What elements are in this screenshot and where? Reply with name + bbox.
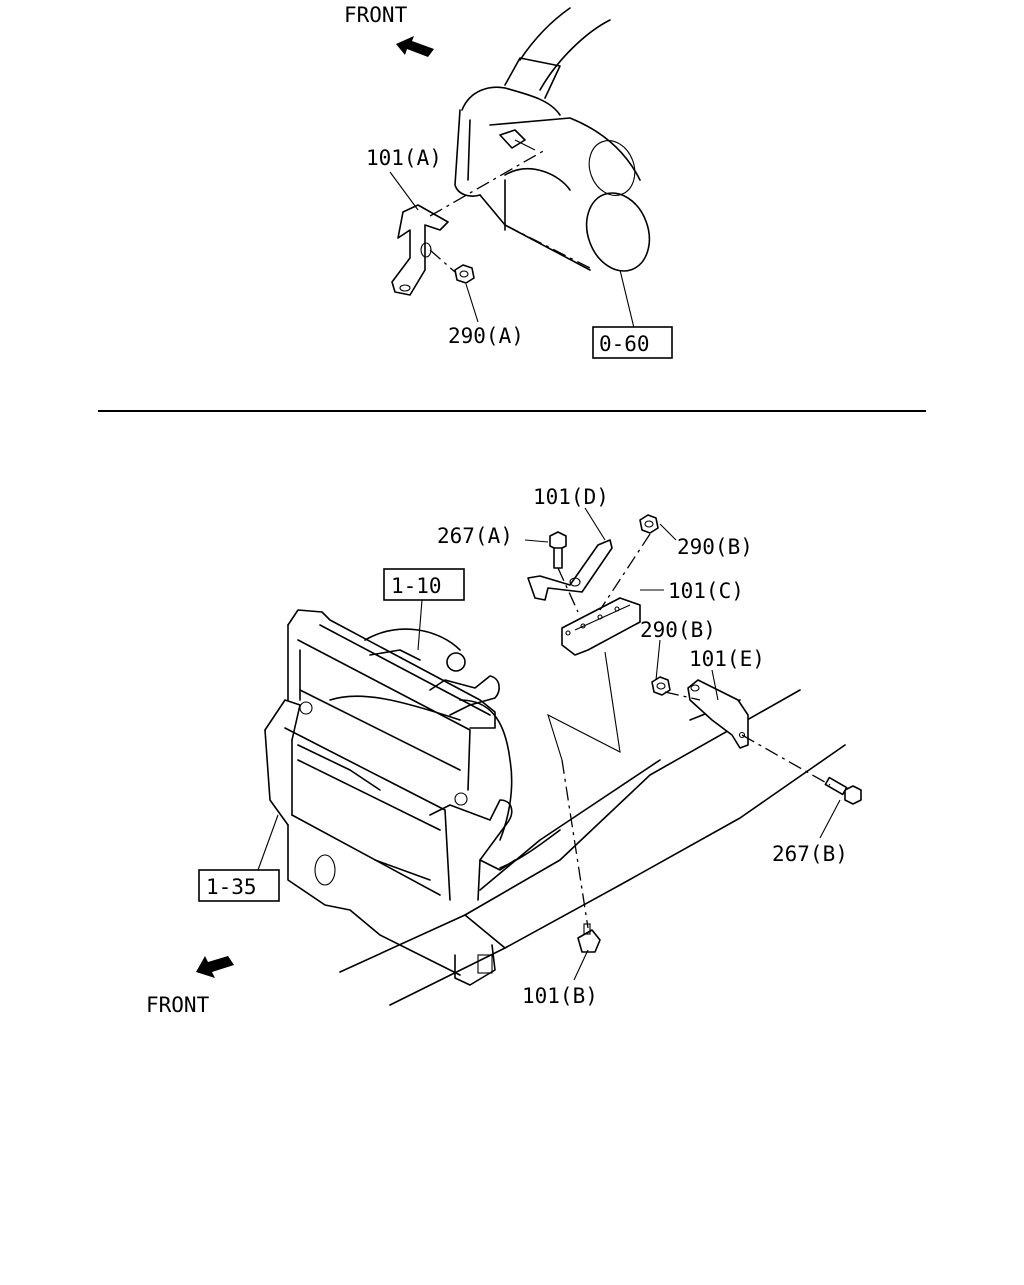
label-101e: 101(E): [689, 647, 765, 671]
ref-box-1-35: [198, 869, 280, 902]
label-1-10: 1-10: [391, 574, 442, 598]
bracket-101e: [687, 679, 749, 749]
top-view: FRONT: [344, 3, 673, 359]
label-101c: 101(C): [668, 579, 744, 603]
label-290a: 290(A): [448, 324, 524, 348]
ref-box-1-10: [383, 568, 465, 601]
front-arrow-bottom-icon: [196, 956, 234, 978]
front-arrow-icon: [396, 36, 434, 57]
front-label-top: FRONT: [344, 3, 408, 27]
bottom-view: FRONT 101(D) 267(A) 290(B) 101(C) 290(B)…: [146, 485, 862, 1017]
radiator-assembly: [287, 609, 513, 841]
label-267a: 267(A): [437, 524, 513, 548]
bolt-267a: [549, 531, 567, 569]
bracket-101a: [391, 204, 449, 296]
hose-top: [454, 7, 611, 197]
front-label-bottom: FRONT: [146, 993, 210, 1017]
filter-cylinder: [479, 117, 651, 272]
nut-290b-upper: [639, 514, 659, 534]
label-1-35: 1-35: [206, 875, 257, 899]
nut-290b-lower: [651, 676, 671, 696]
clip-101b: [577, 923, 601, 953]
label-101a: 101(A): [366, 146, 442, 170]
label-0-60: 0-60: [599, 332, 650, 356]
bracket-101c: [561, 597, 641, 656]
label-101d: 101(D): [533, 485, 609, 509]
label-267b: 267(B): [772, 842, 848, 866]
label-101b: 101(B): [522, 984, 598, 1008]
label-290b-upper: 290(B): [677, 535, 753, 559]
intercooler-assembly: [264, 699, 516, 976]
frame-rails: [339, 689, 846, 1006]
bolt-267b: [824, 776, 862, 805]
bracket-101d: [527, 539, 613, 601]
ref-box-0-60: [592, 326, 673, 359]
label-290b-lower: 290(B): [640, 618, 716, 642]
nut-290a: [454, 264, 475, 284]
